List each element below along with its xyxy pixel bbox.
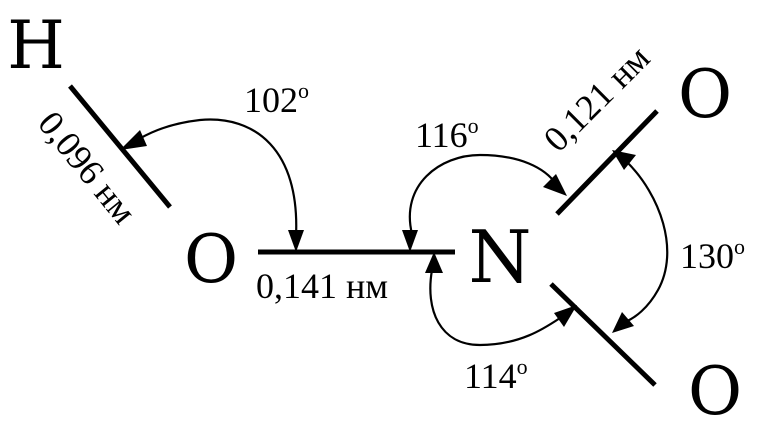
bond-h-o	[68, 84, 172, 209]
atom-o-bottom: O	[688, 353, 742, 421]
atom-o-hydroxyl: O	[184, 221, 238, 298]
angle-label-o-n-o-bottom: 114o	[464, 354, 528, 396]
angle-arc-o-n-o-top	[408, 153, 557, 235]
angle-label-o-n-o: 130o	[680, 234, 745, 276]
bond-n-o-bottom	[549, 282, 657, 387]
bond-length-o-h-label: 0,096 нм	[30, 104, 144, 232]
atom-h: H	[7, 7, 65, 84]
angle-label-h-o-n: 102o	[244, 78, 309, 120]
arrowhead-icon	[554, 305, 577, 327]
atom-o-top: O	[678, 56, 732, 133]
angle-label-o-n-o-top: 116o	[415, 113, 479, 155]
angle-arc-h-o-n	[131, 118, 298, 237]
arrowhead-icon	[612, 150, 636, 170]
arrowhead-icon	[612, 312, 634, 333]
angle-arc-o-n-o-bottom	[429, 269, 561, 347]
arrowhead-icon	[402, 230, 418, 252]
bond-length-n-o-top-label: 0,121 нм	[536, 38, 658, 160]
bond-length-o-n-label: 0,141 нм	[256, 266, 388, 306]
arrowhead-icon	[425, 252, 443, 273]
atom-n: N	[469, 215, 532, 299]
angle-arc-o-n-o	[624, 161, 669, 324]
arrowhead-icon	[288, 230, 304, 252]
bond-n-o-top	[555, 109, 659, 216]
arrowhead-icon	[543, 174, 567, 196]
arrowhead-icon	[120, 130, 147, 150]
